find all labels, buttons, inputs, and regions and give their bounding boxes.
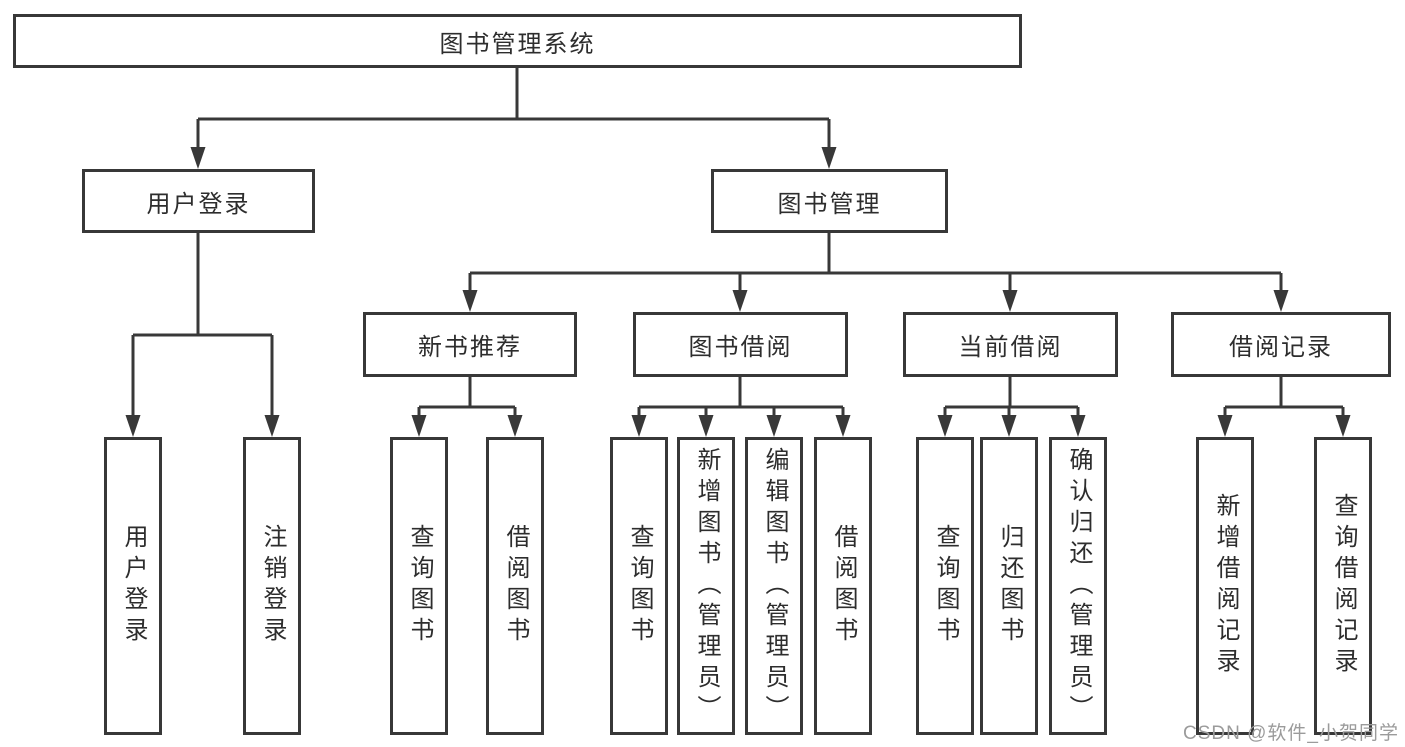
leaf-query-borrow-record: 查询借阅记录	[1314, 437, 1372, 735]
node-library-management-system: 图书管理系统	[13, 14, 1022, 68]
leaf-label: 编辑图书（管理员）	[761, 446, 788, 726]
leaf-label: 查询图书	[932, 524, 959, 648]
leaf-label: 用户登录	[120, 524, 147, 648]
node-book-borrowing: 图书借阅	[633, 312, 848, 377]
leaf-add-borrow-record: 新增借阅记录	[1196, 437, 1254, 735]
leaf-query-books-current: 查询图书	[916, 437, 974, 735]
leaf-label: 查询图书	[406, 524, 433, 648]
leaf-add-book-admin: 新增图书（管理员）	[677, 437, 735, 735]
leaf-label: 新增借阅记录	[1212, 493, 1239, 679]
node-book-management: 图书管理	[711, 169, 948, 233]
node-current-borrowing: 当前借阅	[903, 312, 1118, 377]
leaf-confirm-return-admin: 确认归还（管理员）	[1049, 437, 1107, 735]
leaf-label: 查询借阅记录	[1330, 493, 1357, 679]
leaf-query-books-borrowing: 查询图书	[610, 437, 668, 735]
leaf-label: 归还图书	[996, 524, 1023, 648]
leaf-label: 查询图书	[626, 524, 653, 648]
leaf-borrow-books-recommendation: 借阅图书	[486, 437, 544, 735]
leaf-logout: 注销登录	[243, 437, 301, 735]
leaf-label: 借阅图书	[830, 524, 857, 648]
leaf-label: 新增图书（管理员）	[693, 446, 720, 726]
leaf-edit-book-admin: 编辑图书（管理员）	[745, 437, 803, 735]
leaf-return-books: 归还图书	[980, 437, 1038, 735]
leaf-label: 确认归还（管理员）	[1065, 446, 1092, 726]
leaf-label: 注销登录	[259, 524, 286, 648]
leaf-user-login: 用户登录	[104, 437, 162, 735]
node-user-login: 用户登录	[82, 169, 315, 233]
csdn-watermark: CSDN @软件_小贺同学	[1183, 723, 1399, 744]
leaf-label: 借阅图书	[502, 524, 529, 648]
node-borrowing-records: 借阅记录	[1171, 312, 1391, 377]
node-new-book-recommendation: 新书推荐	[363, 312, 577, 377]
leaf-borrow-books-borrowing: 借阅图书	[814, 437, 872, 735]
leaf-query-books-recommendation: 查询图书	[390, 437, 448, 735]
